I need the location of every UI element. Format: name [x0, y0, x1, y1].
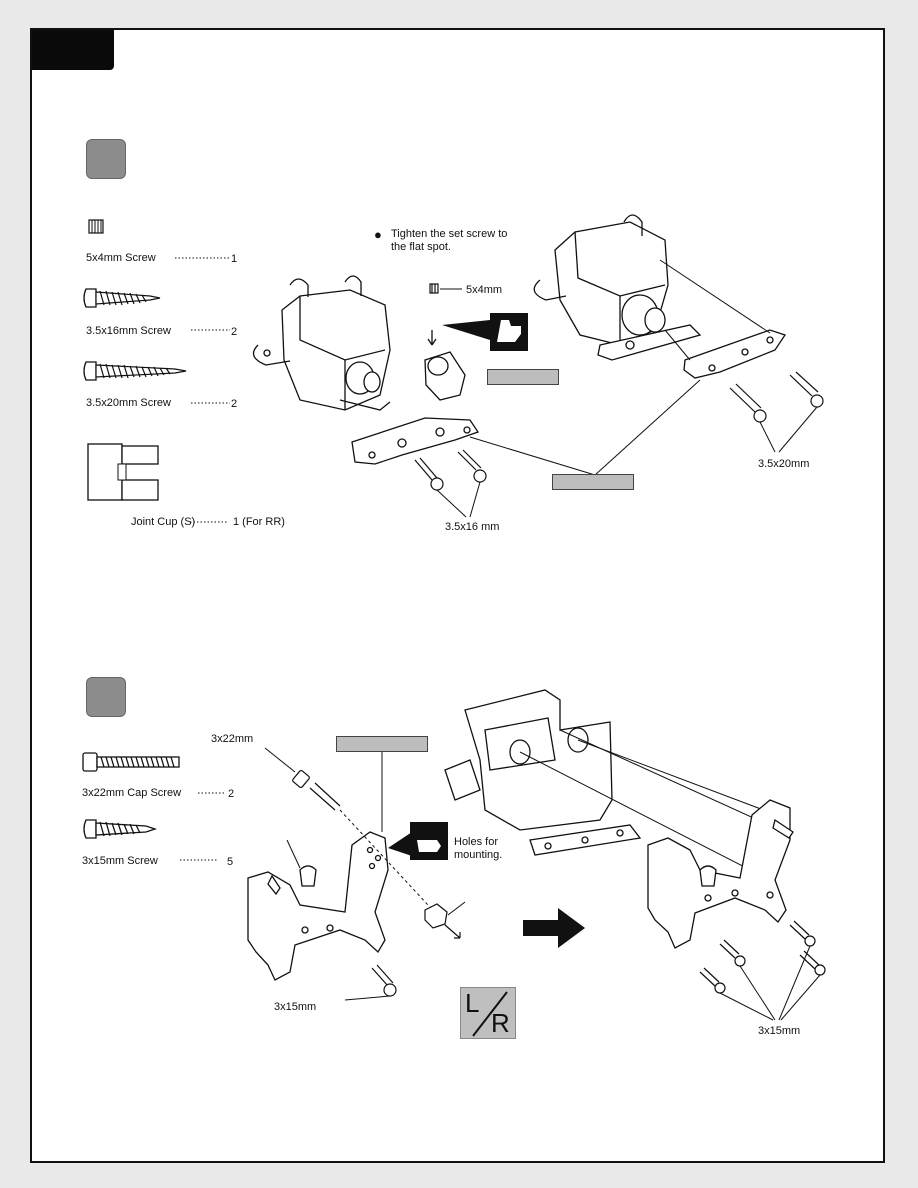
part-qty-set-screw: 1: [231, 253, 238, 265]
ball-nut: [424, 903, 461, 939]
screw-15-right-a: [719, 939, 746, 967]
gearbox-assembly-2: [444, 689, 642, 856]
callout-screws-16: 3.5x16 mm: [445, 521, 500, 533]
bulkhead-plate-left: [247, 831, 389, 981]
gearbox-left: [252, 275, 391, 411]
callout-screw-15-left: 3x15mm: [274, 1001, 317, 1013]
tighten-note: Tighten the set screw to the flat spot.: [391, 228, 508, 253]
step-1-badge: [86, 139, 126, 179]
screw-16-b: [457, 449, 487, 483]
part-name-cap-screw: 3x22mm Cap Screw: [82, 787, 182, 799]
joint-cup-icon: [87, 443, 159, 501]
callout-holes: Holes for mounting.: [454, 836, 503, 861]
left-right-badge: L R: [460, 987, 516, 1039]
tapping-screw-15-icon: [83, 819, 158, 839]
part-qty-screw-15: 5: [227, 856, 234, 868]
tapping-screw-20-icon: [83, 361, 187, 381]
part-qty-screw-16: 2: [231, 326, 238, 338]
manual-page: [30, 28, 885, 1163]
part-name-screw-20: 3.5x20mm Screw: [86, 397, 171, 409]
tapping-screw-16-icon: [83, 288, 161, 308]
part-label-joint: [487, 369, 559, 385]
part-name-screw-16: 3.5x16mm Screw: [86, 325, 171, 337]
cap-screw-icon: [82, 752, 180, 772]
hex-joint: [424, 330, 466, 401]
callout-screws-20: 3.5x20mm: [758, 458, 810, 470]
callout-set-screw: 5x4mm: [466, 284, 503, 296]
part-label-mount: [552, 474, 634, 490]
step-2-badge: [86, 677, 126, 717]
part-name-set-screw: 5x4mm Screw: [86, 252, 156, 264]
bulkhead-plate-right: [647, 799, 794, 949]
direction-arrow: [523, 908, 585, 948]
callout-cap-screw: 3x22mm: [211, 733, 254, 745]
mount-plate-right: [683, 329, 787, 379]
part-label-bulkhead: [336, 736, 428, 752]
callout-screws-15-right: 3x15mm: [758, 1025, 801, 1037]
gearbox-right: [533, 214, 702, 361]
screw-20-a: [729, 383, 767, 423]
lr-letter-l: L: [465, 988, 480, 1018]
part-name-joint-cup: Joint Cup (S): [131, 516, 196, 528]
page-header-tab: [32, 30, 114, 70]
screw-15-left: [371, 964, 397, 997]
cap-screw-22: [292, 769, 341, 811]
mount-plate-left: [351, 417, 480, 465]
screw-20-b: [789, 371, 824, 408]
part-qty-screw-20: 2: [231, 398, 238, 410]
part-name-screw-15: 3x15mm Screw: [82, 855, 158, 867]
tighten-note-bullet: ●: [374, 227, 382, 242]
screw-15-right-c: [699, 967, 726, 994]
screw-16-a: [414, 457, 444, 491]
screw-15-right-b: [789, 920, 816, 947]
screw-15-right-d: [799, 950, 826, 976]
set-screw-icon: [88, 219, 104, 234]
part-qty-cap-screw: 2: [228, 788, 235, 800]
small-set-screw: [429, 283, 439, 294]
lr-slash: [472, 991, 508, 1037]
part-qty-joint-cup: 1 (For RR): [233, 516, 285, 528]
lr-letter-r: R: [491, 1008, 510, 1038]
